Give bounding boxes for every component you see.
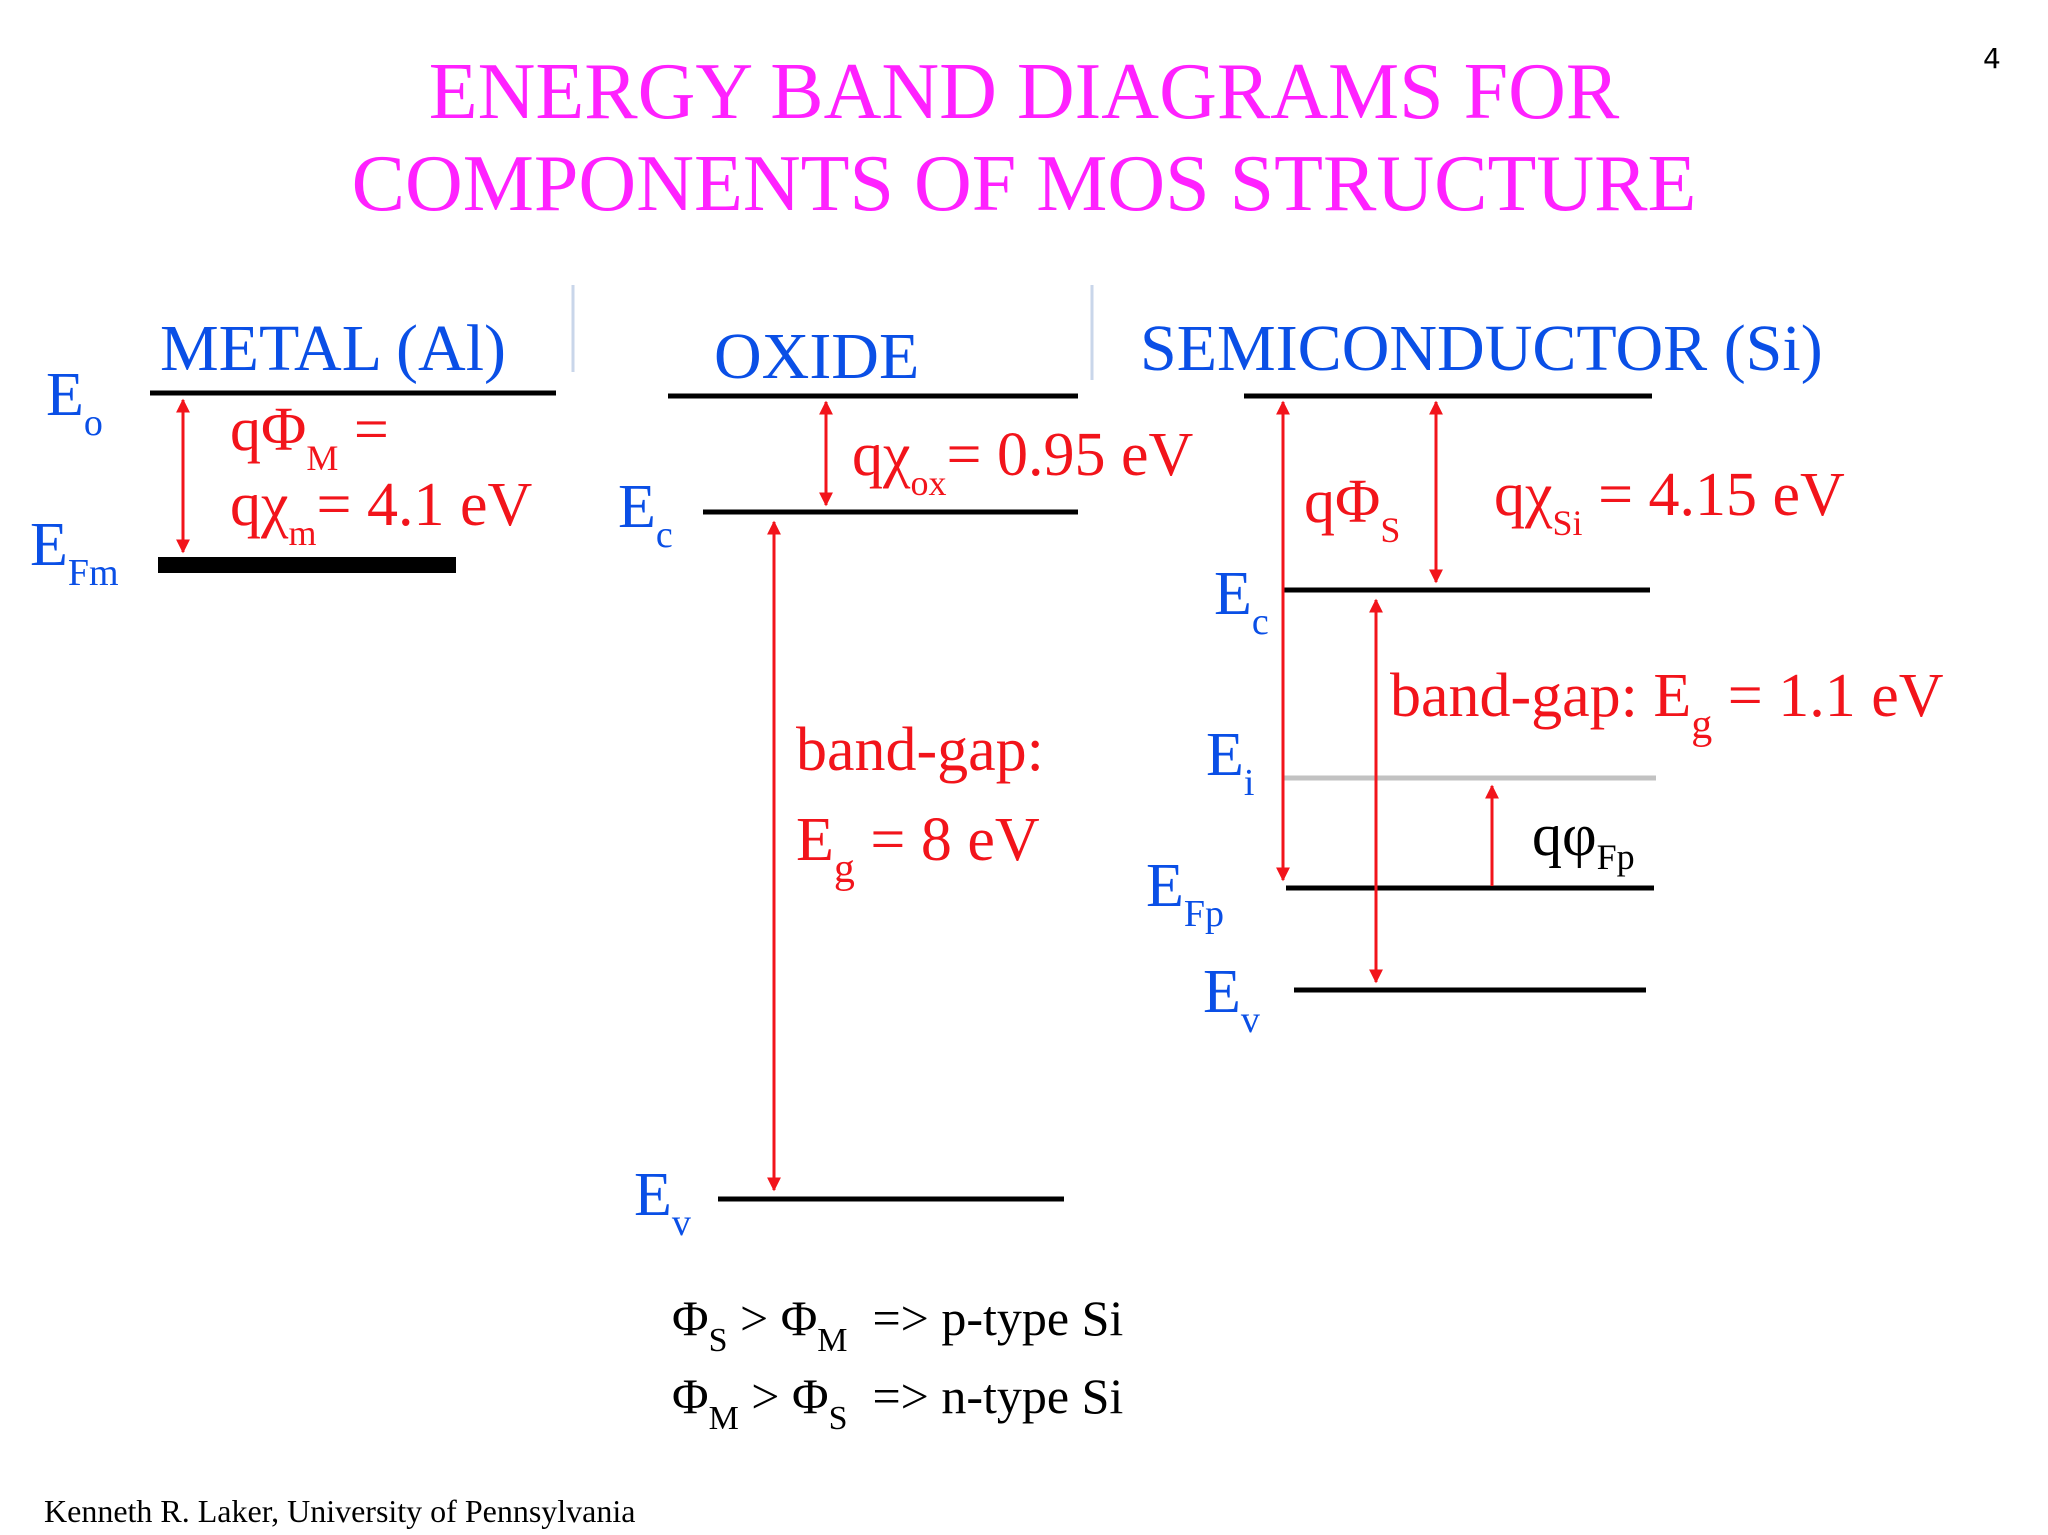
si-efp-label: EFp <box>1146 852 1224 935</box>
si-phi-label: qΦS <box>1304 468 1400 550</box>
metal-phi-label: qΦM = <box>230 396 389 478</box>
si-bandgap-label: band-gap: Eg = 1.1 eV <box>1390 662 1944 748</box>
si-phi-fp-label: qφFp <box>1532 802 1635 877</box>
footer-credit: Kenneth R. Laker, University of Pennsylv… <box>44 1493 635 1529</box>
oxide-bandgap-label: band-gap: <box>796 716 1044 784</box>
page-number: 4 <box>1983 42 2001 75</box>
condition-p-type: ΦS > ΦM => p-type Si <box>672 1290 1123 1359</box>
title-line-1: ENERGY BAND DIAGRAMS FOR <box>429 48 1620 136</box>
metal-chi-label: qχm= 4.1 eV <box>230 471 533 553</box>
metal-efm-label: EFm <box>30 511 119 594</box>
title-line-2: COMPONENTS OF MOS STRUCTURE <box>352 140 1697 228</box>
si-chi-label: qχSi = 4.15 eV <box>1494 461 1845 543</box>
oxide-heading: OXIDE <box>714 320 919 393</box>
si-ei-label: Ei <box>1206 721 1254 804</box>
semiconductor-heading: SEMICONDUCTOR (Si) <box>1140 312 1823 385</box>
condition-n-type: ΦM > ΦS => n-type Si <box>672 1368 1123 1437</box>
oxide-ev-label: Ev <box>634 1161 691 1244</box>
oxide-chi-label: qχox= 0.95 eV <box>852 421 1194 503</box>
metal-eo-label: Eo <box>46 361 103 444</box>
si-ev-label: Ev <box>1203 958 1260 1041</box>
oxide-ec-label: Ec <box>618 473 673 556</box>
oxide-eg-label: Eg = 8 eV <box>796 806 1040 892</box>
metal-heading: METAL (Al) <box>160 312 506 385</box>
si-ec-label: Ec <box>1214 560 1269 643</box>
